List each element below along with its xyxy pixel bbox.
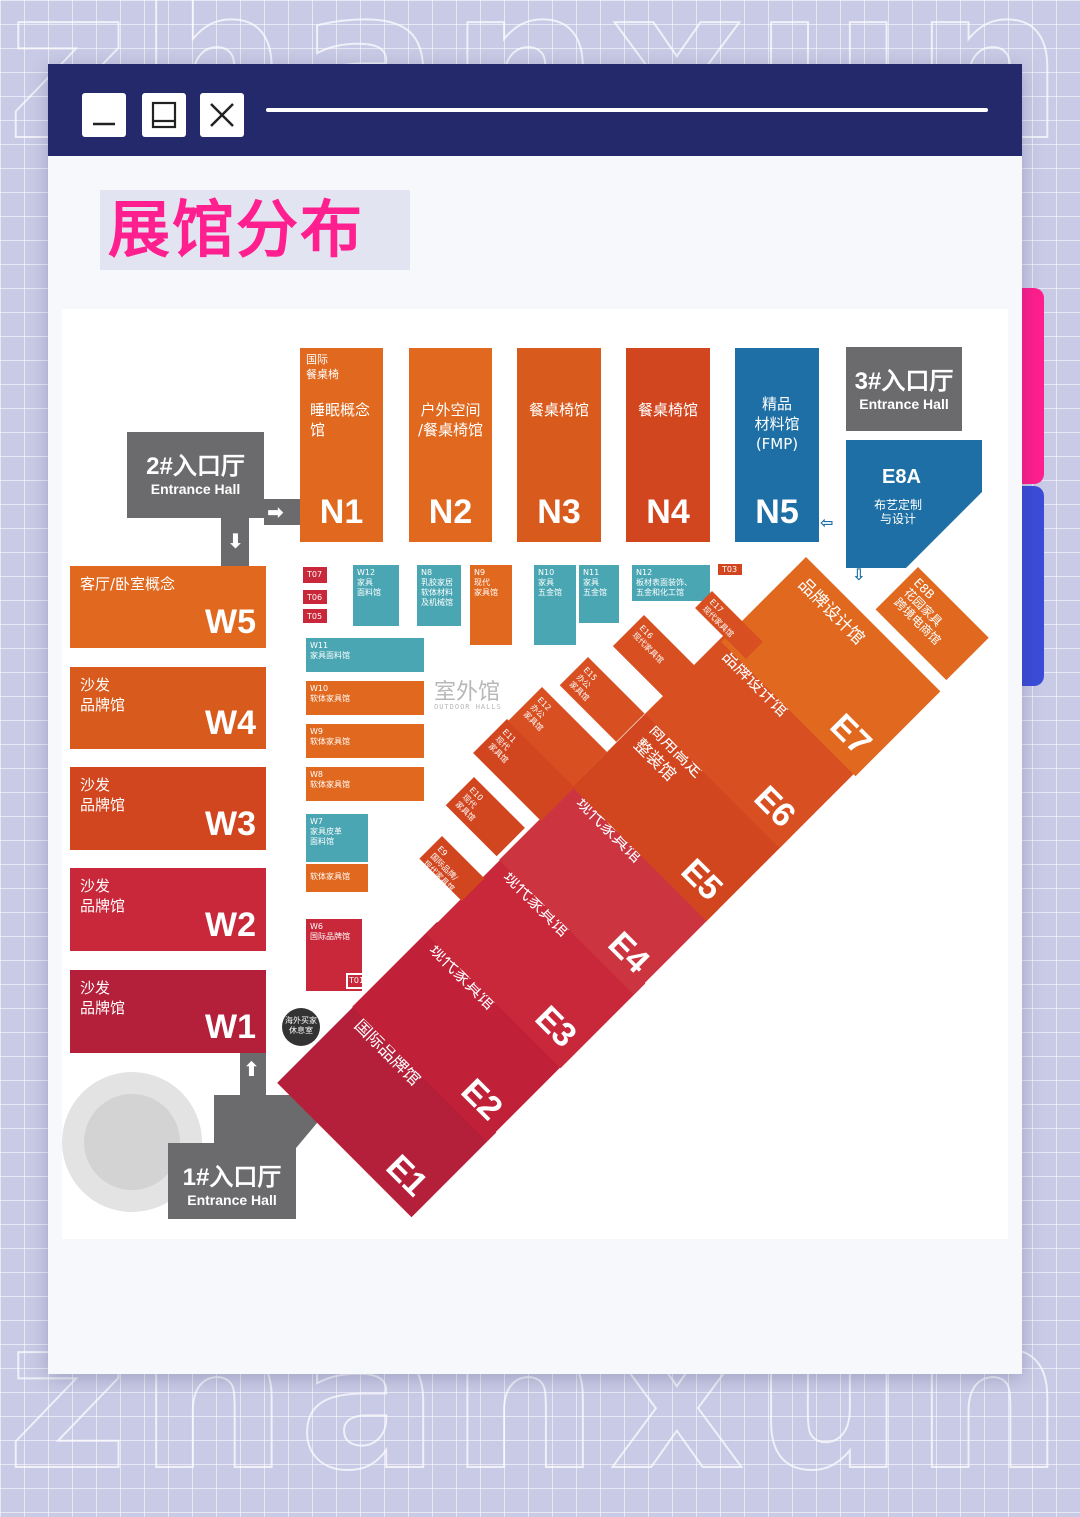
hall-w5[interactable]: 客厅/卧室概念 W5 (70, 566, 266, 648)
close-button[interactable] (200, 93, 244, 137)
window: 展馆分布 2#入口厅 Entrance Hall ⬇ ➡ 3#入口厅 Entra… (48, 64, 1022, 1374)
maximize-icon (151, 101, 177, 129)
hall-n5[interactable]: 精品 材料馆 (FMP) N5 (735, 348, 819, 542)
hall-n2[interactable]: 户外空间 /餐桌椅馆 N2 (409, 348, 492, 542)
arrow-right-icon: ➡ (267, 500, 284, 524)
hall-w2-label: 沙发 品牌馆 (80, 877, 126, 915)
hall-n12[interactable]: N12 板材表面装饰、 五金和化工馆 (632, 565, 710, 601)
hall-w2[interactable]: 沙发 品牌馆 W2 (70, 868, 266, 951)
hall-w5-code: W5 (205, 603, 256, 641)
window-titlebar (48, 64, 1022, 156)
hall-w1[interactable]: 沙发 品牌馆 W1 (70, 970, 266, 1053)
page-title: 展馆分布 (100, 190, 410, 270)
minimize-button[interactable] (82, 93, 126, 137)
hall-e9-label: E9 国际品牌/ 现代家具馆 (421, 844, 460, 894)
close-icon (210, 103, 234, 127)
hall-e8a-shape[interactable] (846, 440, 986, 568)
hall-n8[interactable]: N8 乳胶家居 软体材料 及机械馆 (417, 565, 461, 626)
hall-w3-label: 沙发 品牌馆 (80, 776, 126, 814)
hall-w2-code: W2 (205, 906, 256, 944)
hall-n3[interactable]: 餐桌椅馆 N3 (517, 348, 601, 542)
hall-w7-soft[interactable]: 软体家具馆 (306, 864, 368, 892)
hall-n4[interactable]: 餐桌椅馆 N4 (626, 348, 710, 542)
hall-t01[interactable]: T01 (346, 973, 364, 989)
entrance-2-corridor-right (264, 499, 300, 525)
hall-w11[interactable]: W11 家具面料馆 (306, 638, 424, 672)
hall-n11[interactable]: N11 家具 五金馆 (579, 565, 619, 623)
hall-w9[interactable]: W9 软体家具馆 (306, 724, 424, 758)
entrance-1-en: Entrance Hall (187, 1192, 277, 1208)
hall-e7-label: 品牌设计馆 (793, 574, 869, 649)
hall-w4-label: 沙发 品牌馆 (80, 676, 126, 714)
hall-w1-label: 沙发 品牌馆 (80, 979, 126, 1017)
hall-t05[interactable]: T05 (303, 609, 327, 623)
hall-w3-code: W3 (205, 805, 256, 843)
minimize-icon (93, 122, 115, 126)
arrow-down-icon: ⬇ (227, 529, 244, 553)
maximize-button[interactable] (142, 93, 186, 137)
hall-e17-label: E17 现代家具馆 (700, 597, 736, 640)
floor-map: 2#入口厅 Entrance Hall ⬇ ➡ 3#入口厅 Entrance H… (62, 309, 1008, 1239)
roundabout-shape (62, 1072, 202, 1212)
hall-t03[interactable]: T03 (718, 564, 742, 575)
hall-n3-label: 餐桌椅馆 (528, 401, 589, 419)
entrance-3-label: 3#入口厅 (854, 368, 954, 395)
hall-e8b-label: E8B 花园家具 跨境电商馆 (891, 575, 945, 648)
hall-n1-code: N1 (319, 493, 364, 531)
side-tab-blue (1020, 486, 1044, 686)
hall-n5-label: 精品 材料馆 (FMP) (754, 395, 800, 453)
entrance-2-corridor (221, 518, 249, 566)
arrow-up-icon: ⬆ (243, 1057, 260, 1081)
entrance-1-label: 1#入口厅 (182, 1164, 282, 1191)
outdoor-halls-label: 室外馆 (434, 680, 501, 705)
hall-e12-label: E12 办公 家具馆 (521, 695, 553, 733)
hall-n2-label: 户外空间 /餐桌椅馆 (417, 401, 484, 439)
hall-w8[interactable]: W8 软体家具馆 (306, 767, 424, 801)
hall-e1-code: E1 (378, 1147, 435, 1204)
hall-n5-code: N5 (755, 493, 799, 531)
hall-w7[interactable]: W7 家具皮革 面料馆 (306, 814, 368, 862)
hall-e16-label: E16 现代家具馆 (630, 623, 666, 666)
outdoor-halls-en: OUTDOOR HALLS (434, 703, 502, 711)
hall-w4-code: W4 (205, 704, 256, 742)
entrance-3-en: Entrance Hall (859, 396, 949, 412)
hall-e10-label: E10 现代 家具馆 (453, 785, 485, 823)
arrow-left-icon: ⇦ (820, 513, 834, 532)
hall-n3-code: N3 (537, 493, 581, 531)
hall-n9[interactable]: N9 现代 家具馆 (470, 565, 512, 645)
hall-t07[interactable]: T07 (303, 567, 327, 583)
entrance-2-label: 2#入口厅 (146, 453, 245, 480)
hall-w5-label: 客厅/卧室概念 (80, 575, 176, 593)
hall-n1-top-label: 国际 餐桌椅 (306, 353, 339, 381)
hall-n1-label: 睡眠概念 馆 (310, 401, 371, 439)
hall-e11-label: E11 现代 家具馆 (486, 727, 518, 765)
hall-n1[interactable]: 国际 餐桌椅 睡眠概念 馆 N1 (300, 348, 383, 542)
hall-e8a[interactable]: E8A 布艺定制 与设计 (846, 440, 962, 540)
entrance-1-corridor-up (240, 1051, 266, 1097)
entrance-2-en: Entrance Hall (150, 481, 241, 497)
hall-w4[interactable]: 沙发 品牌馆 W4 (70, 667, 266, 749)
entrance-hall-2[interactable]: 2#入口厅 Entrance Hall (127, 432, 264, 518)
entrance-hall-3[interactable]: 3#入口厅 Entrance Hall (846, 347, 962, 431)
buyer-lounge[interactable]: 海外买家 休息室 (282, 1008, 320, 1046)
hall-w1-code: W1 (205, 1008, 256, 1046)
hall-e8a-label: 布艺定制 与设计 (874, 498, 923, 526)
address-bar[interactable] (266, 108, 988, 112)
arrow-down-e8-icon: ⇩ (852, 565, 866, 584)
hall-n10[interactable]: N10 家具 五金馆 (534, 565, 576, 645)
hall-n2-code: N2 (428, 493, 473, 531)
hall-t06[interactable]: T06 (303, 590, 327, 604)
side-tab-pink (1020, 288, 1044, 484)
hall-n4-label: 餐桌椅馆 (637, 401, 698, 419)
hall-n4-code: N4 (646, 493, 690, 531)
hall-e15-label: E15 办公 家具馆 (567, 665, 599, 703)
hall-w10[interactable]: W10 软体家具馆 (306, 681, 424, 715)
hall-e8a-code: E8A (882, 466, 921, 488)
hall-w3[interactable]: 沙发 品牌馆 W3 (70, 767, 266, 850)
hall-w12[interactable]: W12 家具 面料馆 (353, 565, 399, 626)
